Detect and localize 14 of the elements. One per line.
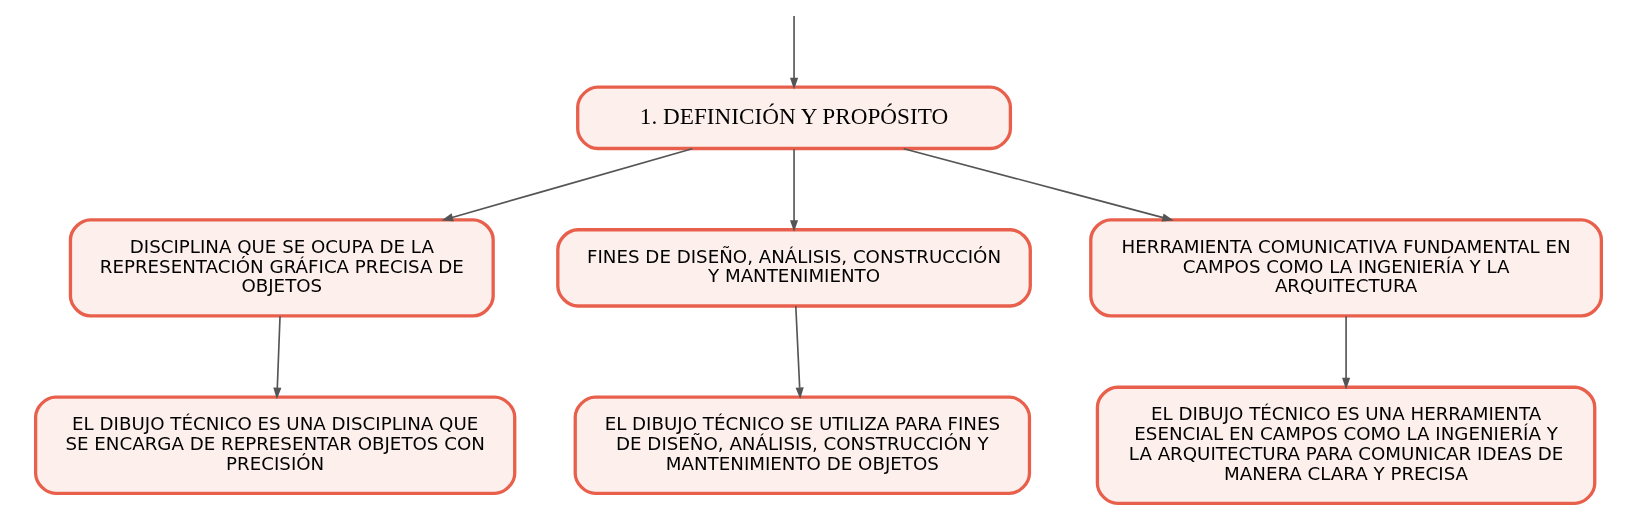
node-box: FINES DE DISEÑO, ANÁLISIS, CONSTRUCCIÓN Y MANTENIMIENTO	[555, 228, 1032, 308]
node-box: EL DIBUJO TÉCNICO SE UTILIZA PARA FINES DE DISEÑO, ANÁLISIS, CONSTRUCCIÓN Y MANTENIMIENTO DE OBJETOS	[573, 395, 1031, 495]
arrow	[789, 15, 798, 90]
arrow	[441, 147, 693, 222]
arrow	[1341, 315, 1350, 390]
arrow	[902, 147, 1174, 222]
arrow	[789, 148, 798, 232]
arrow	[794, 305, 804, 400]
node-box: EL DIBUJO TÉCNICO ES UNA DISCIPLINA QUE SE ENCARGA DE REPRESENTAR OBJETOS CON PRECISIÓN	[33, 395, 516, 495]
node-box: DISCIPLINA QUE SE OCUPA DE LA REPRESENTACIÓN GRÁFICA PRECISA DE OBJETOS	[68, 218, 495, 318]
node-box: EL DIBUJO TÉCNICO ES UNA HERRAMIENTA ESENCIAL EN CAMPOS COMO LA INGENIERÍA Y LA ARQUITECTURA PARA COMUNICAR IDEAS DE MANERA CLARA Y PRECISA	[1095, 385, 1596, 505]
node-box: 1. DEFINICIÓN Y PROPÓSITO	[575, 85, 1012, 151]
arrow	[272, 315, 281, 400]
node-box: HERRAMIENTA COMUNICATIVA FUNDAMENTAL EN CAMPOS COMO LA INGENIERÍA Y LA ARQUITECTURA	[1088, 218, 1603, 318]
